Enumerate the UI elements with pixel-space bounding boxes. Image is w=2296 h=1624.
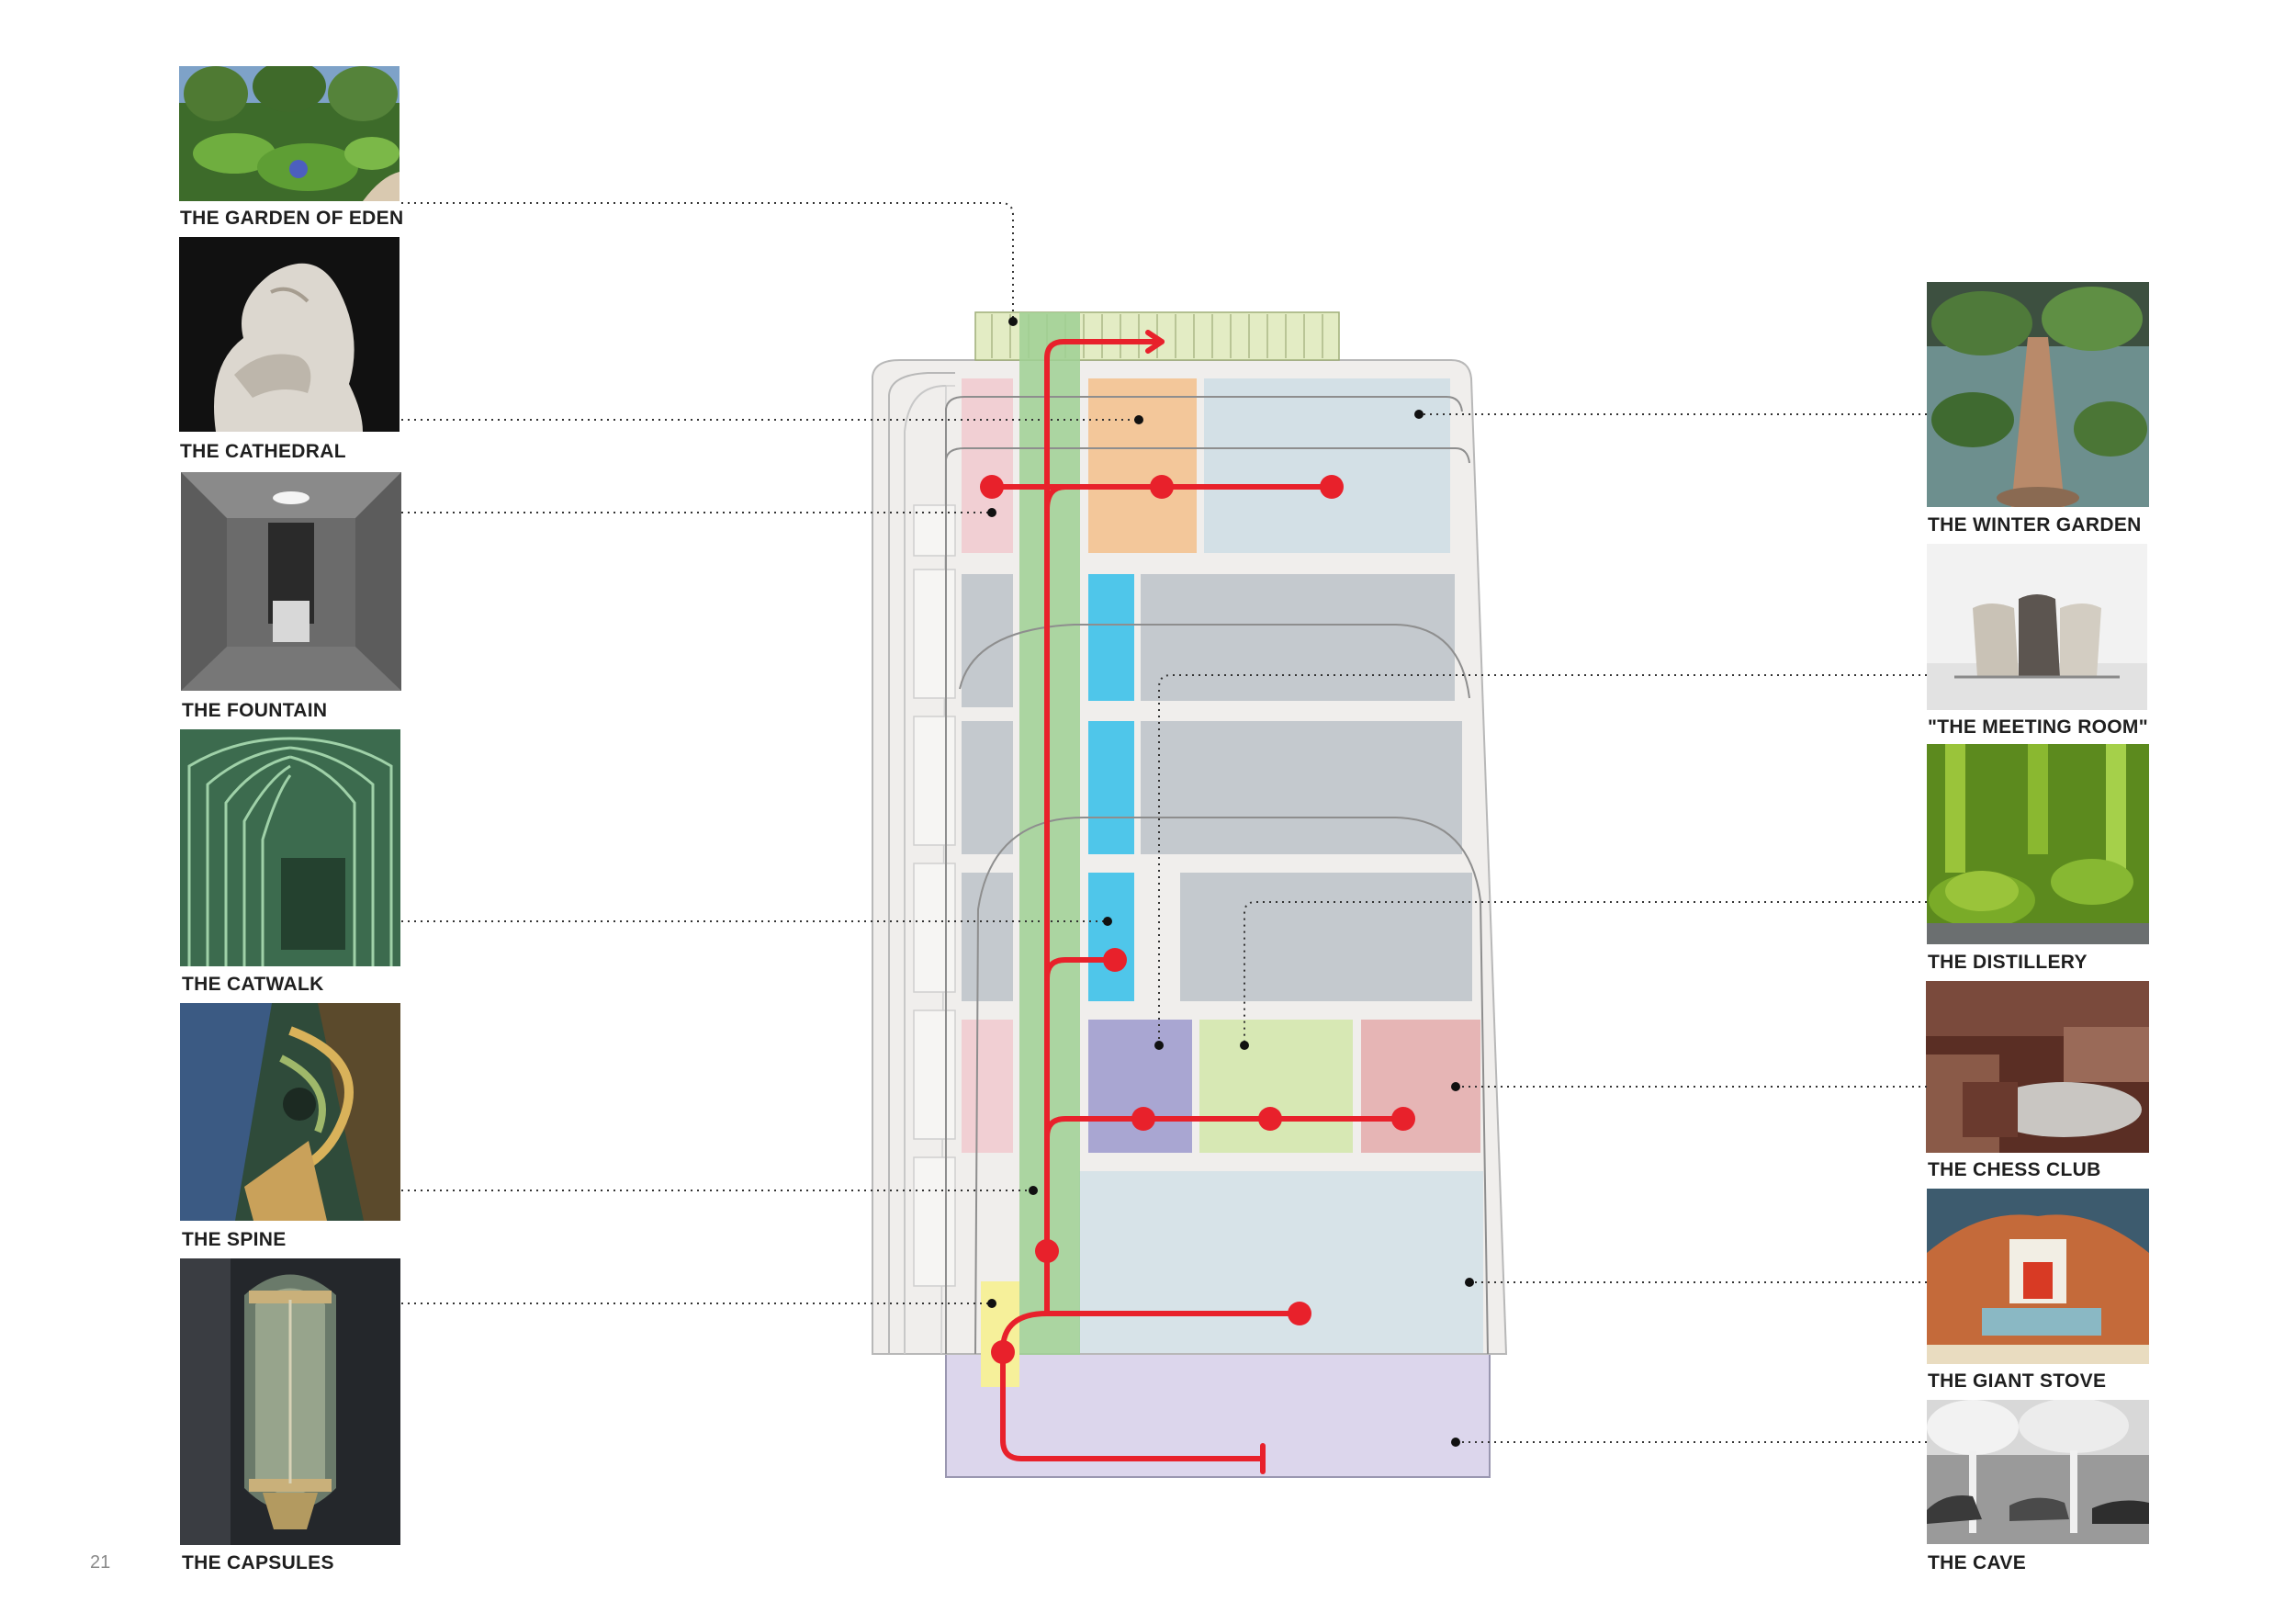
- circulation-route: [989, 330, 1406, 1474]
- leader-lines: [401, 202, 1927, 1443]
- meeting-room-image: [1927, 544, 2147, 710]
- giant-stove-image: [1927, 1189, 2149, 1364]
- fountain-image: [181, 472, 401, 691]
- distillery-label: THE DISTILLERY: [1928, 952, 2088, 973]
- giant-stove-zone: [1079, 1171, 1483, 1353]
- garden-of-eden-image: [179, 66, 400, 201]
- lift-branch: [1044, 957, 1116, 981]
- upper-rooms: [962, 378, 1450, 553]
- catwalk-image: [180, 729, 400, 966]
- route-arrowhead: [1145, 330, 1165, 354]
- orange-room-zone: [1088, 378, 1197, 553]
- spine-image: [180, 1003, 400, 1221]
- meeting-room-label: "THE MEETING ROOM": [1928, 716, 2148, 738]
- cathedral-image: [179, 237, 400, 432]
- route-stops: [980, 475, 1415, 1364]
- winter-garden-zone: [1204, 378, 1450, 553]
- chess-club-image: [1926, 981, 2149, 1153]
- cathedral-zone: [962, 378, 1013, 553]
- main-riser: [1044, 339, 1165, 1316]
- program-rooms: [962, 1020, 1483, 1387]
- office-floors: [962, 574, 1472, 1001]
- facade-windows: [913, 504, 956, 1287]
- meeting-room-zone: [1088, 1020, 1192, 1153]
- cave-branch: [1000, 1311, 1266, 1461]
- arch-outlines: [945, 396, 1489, 1355]
- spine-label: THE SPINE: [182, 1229, 287, 1250]
- distillery-image: [1927, 744, 2149, 944]
- cave-image: [1927, 1400, 2149, 1544]
- capsules-label: THE CAPSULES: [182, 1552, 334, 1573]
- garden-of-eden-label: THE GARDEN OF EDEN: [180, 208, 404, 229]
- program-branch: [1044, 1116, 1406, 1140]
- leader-endpoints: [987, 317, 1474, 1447]
- chess-club-zone: [1361, 1020, 1480, 1153]
- fountain-label: THE FOUNTAIN: [182, 700, 328, 721]
- lift-shafts: [1088, 574, 1134, 1001]
- chess-club-label: THE CHESS CLUB: [1928, 1159, 2101, 1180]
- winter-garden-label: THE WINTER GARDEN: [1928, 514, 2142, 536]
- catwalk-label: THE CATWALK: [182, 974, 324, 995]
- capsules-image: [180, 1258, 400, 1545]
- cave-label: THE CAVE: [1928, 1552, 2027, 1573]
- distillery-zone: [1199, 1020, 1353, 1153]
- page-number: 21: [90, 1552, 111, 1573]
- winter-garden-image: [1927, 282, 2149, 507]
- cathedral-label: THE CATHEDRAL: [180, 441, 346, 462]
- giant-stove-label: THE GIANT STOVE: [1928, 1370, 2107, 1392]
